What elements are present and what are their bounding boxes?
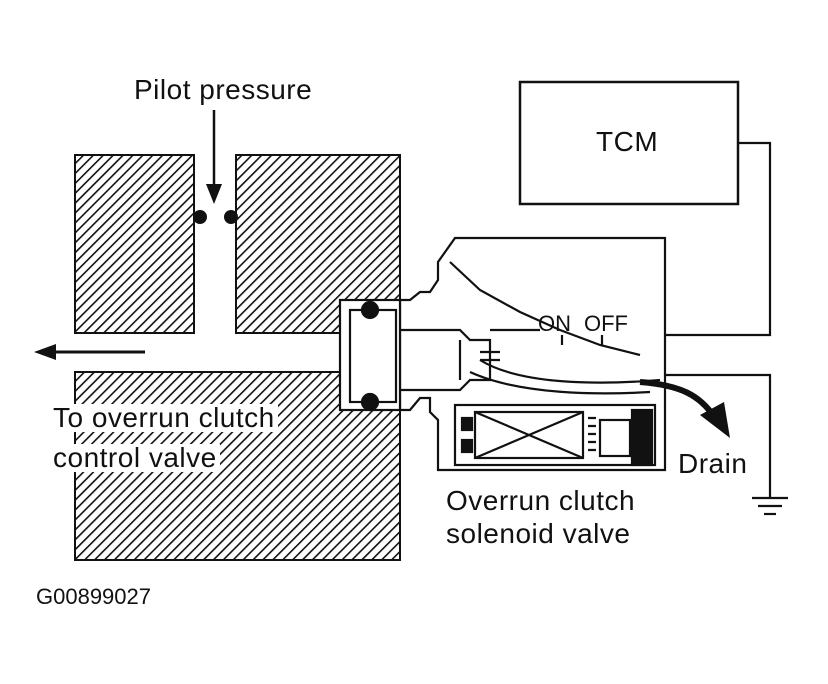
pilot-pressure-arrow bbox=[206, 110, 222, 204]
outlet-arrow bbox=[34, 344, 145, 360]
orifice-seals bbox=[193, 210, 238, 224]
tcm-label: TCM bbox=[596, 126, 659, 157]
drain-arrow bbox=[639, 379, 730, 438]
on-label: ON bbox=[538, 311, 571, 336]
pilot-pressure-label: Pilot pressure bbox=[134, 74, 313, 105]
figure-id: G00899027 bbox=[36, 584, 151, 609]
solenoid-label-line1: Overrun clutch bbox=[446, 485, 636, 516]
to-valve-label-line2: control valve bbox=[50, 444, 220, 472]
to-valve-label-line1: To overrun clutch bbox=[50, 404, 278, 432]
off-label: OFF bbox=[584, 311, 628, 336]
drain-label: Drain bbox=[678, 448, 748, 479]
solenoid-valve bbox=[338, 236, 667, 472]
solenoid-label-line2: solenoid valve bbox=[446, 518, 631, 549]
ground-symbol bbox=[752, 496, 788, 516]
wiring bbox=[665, 141, 772, 498]
